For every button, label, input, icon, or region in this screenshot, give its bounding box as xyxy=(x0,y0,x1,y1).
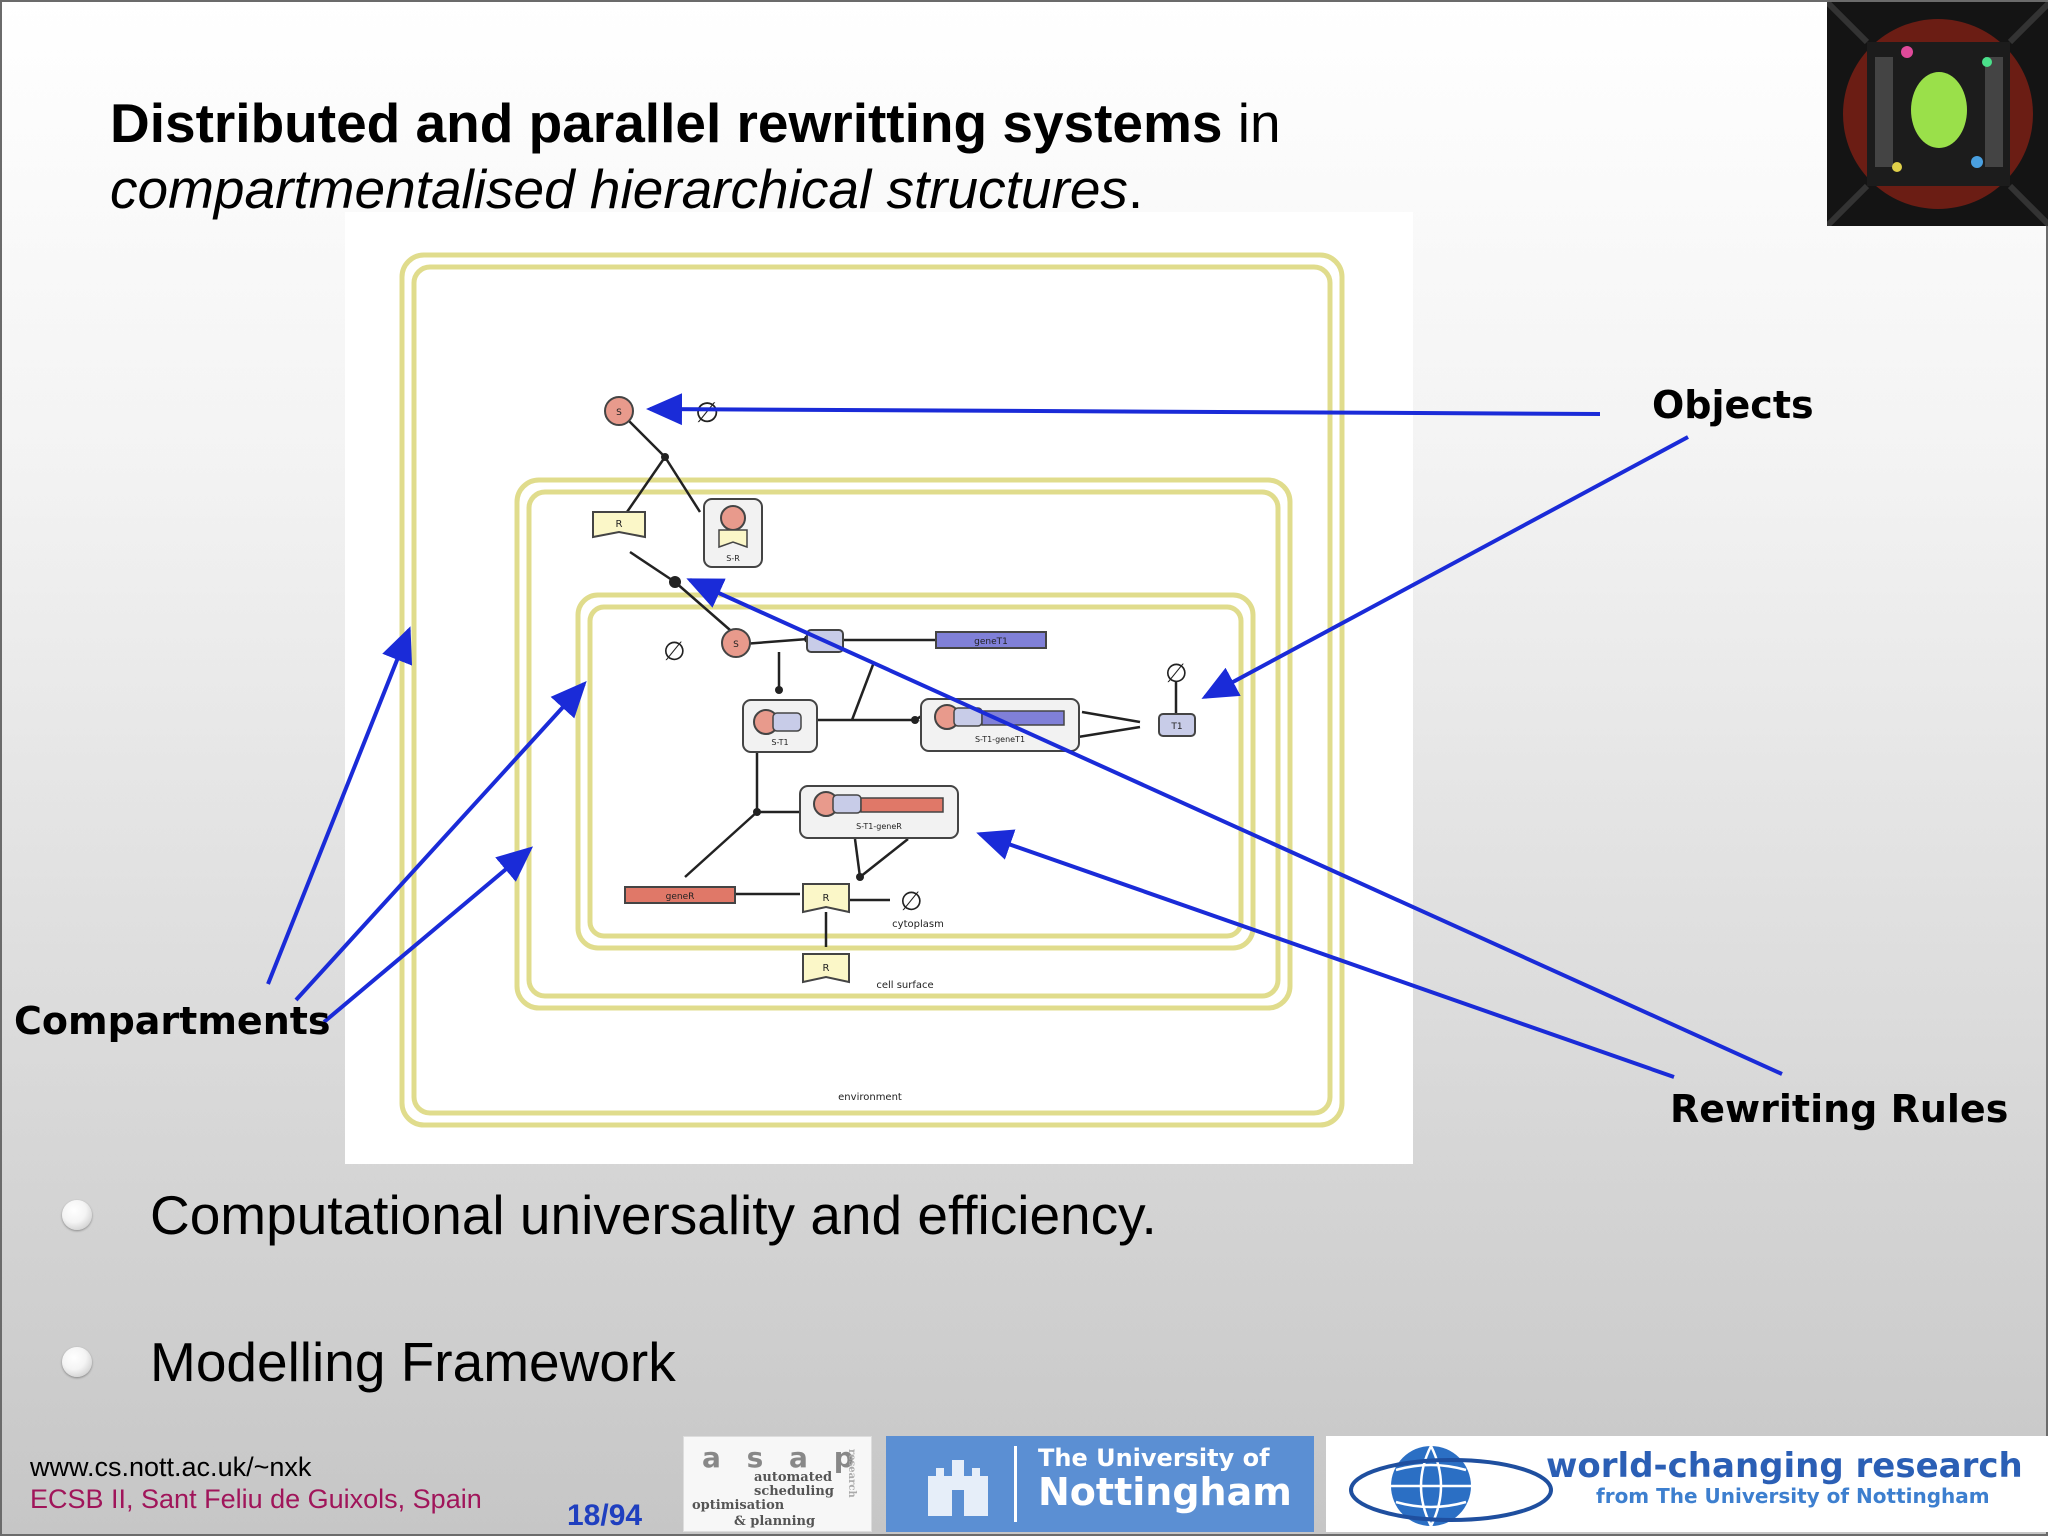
node-label-gene-t1: geneT1 xyxy=(974,637,1008,647)
asap-logo-line: automated xyxy=(754,1470,833,1485)
node-complex-s-r: S-R xyxy=(703,498,763,568)
asap-logo-side: research xyxy=(846,1449,857,1498)
asap-logo-line: scheduling xyxy=(754,1484,834,1499)
slide-title: Distributed and parallel rewritting syst… xyxy=(110,90,1710,222)
svg-text:R: R xyxy=(823,963,830,974)
asap-logo-title: a s a p xyxy=(702,1441,862,1474)
model-diagram: environment cell surface cytoplasm xyxy=(345,212,1413,1164)
node-receptor-r-surface: R xyxy=(802,953,850,984)
castle-icon xyxy=(928,1460,988,1516)
callout-rewriting-rules: Rewriting Rules xyxy=(1670,1087,2009,1131)
bullet-dot-icon xyxy=(62,1347,92,1377)
callout-compartments: Compartments xyxy=(14,999,331,1043)
bullet-text: Computational universality and efficienc… xyxy=(150,1184,1157,1246)
wcr-line2: from The University of Nottingham xyxy=(1596,1484,1990,1508)
bullet-item: Modelling Framework xyxy=(62,1330,676,1394)
empty-set-left: ∅ xyxy=(663,637,686,667)
title-italic-part: compartmentalised hierarchical structure… xyxy=(110,158,1128,220)
empty-set-top: ∅ xyxy=(695,396,719,429)
label-cell-surface: cell surface xyxy=(876,980,933,991)
node-gene-r: geneR xyxy=(624,886,736,904)
node-label-s-t1-gene-t1: S-T1-geneT1 xyxy=(975,735,1025,744)
footer-conference: ECSB II, Sant Feliu de Guixols, Spain xyxy=(30,1484,482,1514)
title-end: . xyxy=(1127,158,1144,220)
asap-logo-line: optimisation xyxy=(692,1498,785,1513)
footer-url: www.cs.nott.ac.uk/~nxk xyxy=(30,1452,312,1482)
page-number: 18/94 xyxy=(567,1499,643,1532)
label-cytoplasm: cytoplasm xyxy=(892,919,944,930)
node-receptor-r-cyto: R xyxy=(802,883,850,914)
node-complex-s-t1: S-T1 xyxy=(742,699,818,753)
node-t1-small xyxy=(806,629,844,653)
world-changing-research-logo: world-changing research from The Univers… xyxy=(1326,1436,2048,1532)
empty-set-bottom: ∅ xyxy=(900,887,923,917)
globe-icon xyxy=(1349,1445,1553,1527)
node-label-s-r: S-R xyxy=(726,554,740,563)
node-complex-s-t1-gene-t1: S-T1-geneT1 xyxy=(920,698,1080,752)
thumbnail-image xyxy=(1827,2,2048,226)
wcr-line1: world-changing research xyxy=(1546,1446,2023,1486)
asap-logo: a s a p automated scheduling optimisatio… xyxy=(683,1436,872,1532)
bullet-item: Computational universality and efficienc… xyxy=(62,1183,1157,1247)
node-label-gene-r: geneR xyxy=(666,892,695,902)
node-receptor-r: R xyxy=(592,511,646,539)
callout-objects: Objects xyxy=(1652,383,1814,427)
svg-text:S: S xyxy=(616,408,622,418)
title-plain-part: in xyxy=(1222,92,1281,154)
asap-logo-line: & planning xyxy=(734,1514,816,1529)
node-t1-right: T1 xyxy=(1158,713,1196,737)
bullet-dot-icon xyxy=(62,1200,92,1230)
node-s-cyto: S xyxy=(721,628,751,658)
node-complex-s-t1-gene-r: S-T1-geneR xyxy=(799,785,959,839)
empty-set-right: ∅ xyxy=(1165,659,1188,689)
bullet-text: Modelling Framework xyxy=(150,1331,676,1393)
nottingham-logo: The University of Nottingham xyxy=(886,1436,1314,1532)
nottingham-line2: Nottingham xyxy=(1038,1470,1292,1514)
label-environment: environment xyxy=(838,1092,902,1103)
node-label-t1: T1 xyxy=(1170,722,1182,732)
title-bold-part: Distributed and parallel rewritting syst… xyxy=(110,92,1223,154)
svg-text:R: R xyxy=(823,893,830,904)
logo-divider xyxy=(1014,1446,1017,1522)
node-label-s-t1: S-T1 xyxy=(771,738,788,747)
node-s-top: S xyxy=(604,396,634,426)
nottingham-line1: The University of xyxy=(1038,1444,1270,1472)
node-label-s-t1-gene-r: S-T1-geneR xyxy=(856,822,902,831)
node-label-r: R xyxy=(616,519,623,530)
node-gene-t1: geneT1 xyxy=(935,631,1047,649)
node-label-s: S xyxy=(733,640,739,650)
